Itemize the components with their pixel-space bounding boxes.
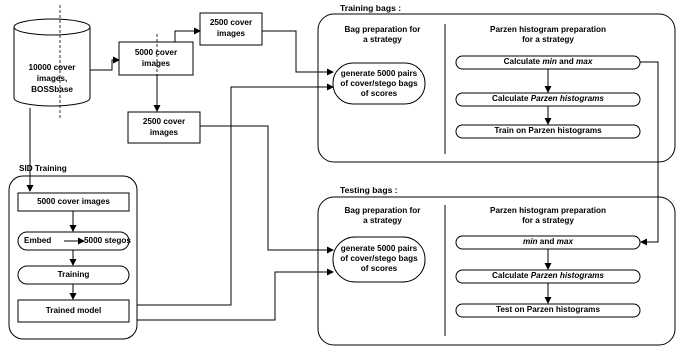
- split-5000-line1: 5000 cover: [134, 48, 178, 57]
- training-step1-and: and: [556, 57, 576, 66]
- arrow-2500bottom-to-testing-gen: [200, 125, 334, 254]
- split-2500-bottom-line2: images: [149, 128, 179, 137]
- testing-step3-box: [455, 303, 641, 318]
- training-bagprep-title-1: Bag preparation for: [344, 25, 421, 34]
- training-step1-max: max: [575, 57, 593, 66]
- arrow-2500top-to-training-gen: [262, 30, 334, 76]
- testing-parzen-title-2: for a strategy: [522, 216, 574, 225]
- sid-trained-model-box: [17, 299, 130, 323]
- testing-step1-max: max: [556, 237, 574, 246]
- sid-training-label: Training: [57, 270, 90, 279]
- testing-generate-2: of cover/stego bags: [340, 254, 418, 263]
- training-step2-label: Calculate Parzen histograms: [456, 94, 640, 104]
- split-2500-top-line1: 2500 cover: [209, 18, 253, 27]
- box-5000-cover: [118, 41, 194, 76]
- testing-step1-label: min and max: [456, 237, 640, 247]
- training-generate-1: generate 5000 pairs: [340, 69, 418, 78]
- arrow-train-minmax-to-test: [640, 61, 659, 246]
- training-bags-title: Training bags :: [340, 3, 402, 13]
- testing-step3-label: Test on Parzen histograms: [495, 305, 601, 314]
- sid-model-label: Trained model: [45, 306, 102, 315]
- db-label-line1: 10000 cover: [28, 63, 76, 72]
- arrow-model-to-training-gen: [137, 83, 334, 306]
- training-step3-box: [455, 124, 641, 139]
- testing-generate-1: generate 5000 pairs: [340, 244, 418, 253]
- testing-generate-box: [332, 236, 426, 283]
- training-generate-3: of scores: [360, 89, 398, 98]
- training-bagprep-title-2: a strategy: [363, 35, 402, 44]
- box-2500-top: [199, 12, 263, 46]
- testing-step1-min: min: [522, 237, 538, 246]
- testing-bagprep-title-1: Bag preparation for: [344, 206, 421, 215]
- training-step1-label: Calculate min and max: [456, 57, 640, 67]
- split-2500-top-line2: images: [216, 29, 246, 38]
- training-step2-prefix: Calculate: [492, 94, 531, 103]
- training-step1-prefix: Calculate: [503, 57, 543, 66]
- testing-step2-prefix: Calculate: [492, 271, 531, 280]
- sid-embed-label: Embed: [24, 236, 52, 245]
- database-cylinder: [13, 18, 91, 107]
- testing-bags-title: Testing bags :: [340, 185, 398, 195]
- testing-bagprep-title-2: a strategy: [363, 216, 402, 225]
- testing-step2-label: Calculate Parzen histograms: [456, 271, 640, 281]
- training-step1-min: min: [542, 57, 557, 66]
- training-parzen-title-2: for a strategy: [522, 35, 574, 44]
- sid-stegos-label: 5000 stegos: [84, 236, 131, 245]
- training-step3-label: Train on Parzen histograms: [494, 126, 602, 135]
- testing-step1-and: and: [537, 237, 557, 246]
- box-2500-bottom: [127, 111, 201, 144]
- sid-cover-label: 5000 cover images: [37, 197, 110, 206]
- arrow-model-to-testing-gen: [137, 268, 334, 321]
- split-2500-bottom-line1: 2500 cover: [142, 117, 186, 126]
- arrow-5000-to-2500top: [174, 27, 201, 42]
- testing-step2-italic: Parzen histograms: [530, 271, 604, 280]
- db-label-line2: images,: [36, 74, 68, 83]
- training-step2-italic: Parzen histograms: [530, 94, 604, 103]
- testing-parzen-title-1: Parzen histogram preparation: [489, 206, 607, 215]
- db-label-line3: BOSSbase: [31, 85, 73, 94]
- arrow-db-to-5000: [90, 56, 120, 71]
- testing-generate-3: of scores: [360, 264, 398, 273]
- split-5000-line2: images: [141, 59, 171, 68]
- sid-title: SID Training: [19, 164, 67, 173]
- training-generate-2: of cover/stego bags: [340, 79, 418, 88]
- training-parzen-title-1: Parzen histogram preparation: [489, 25, 607, 34]
